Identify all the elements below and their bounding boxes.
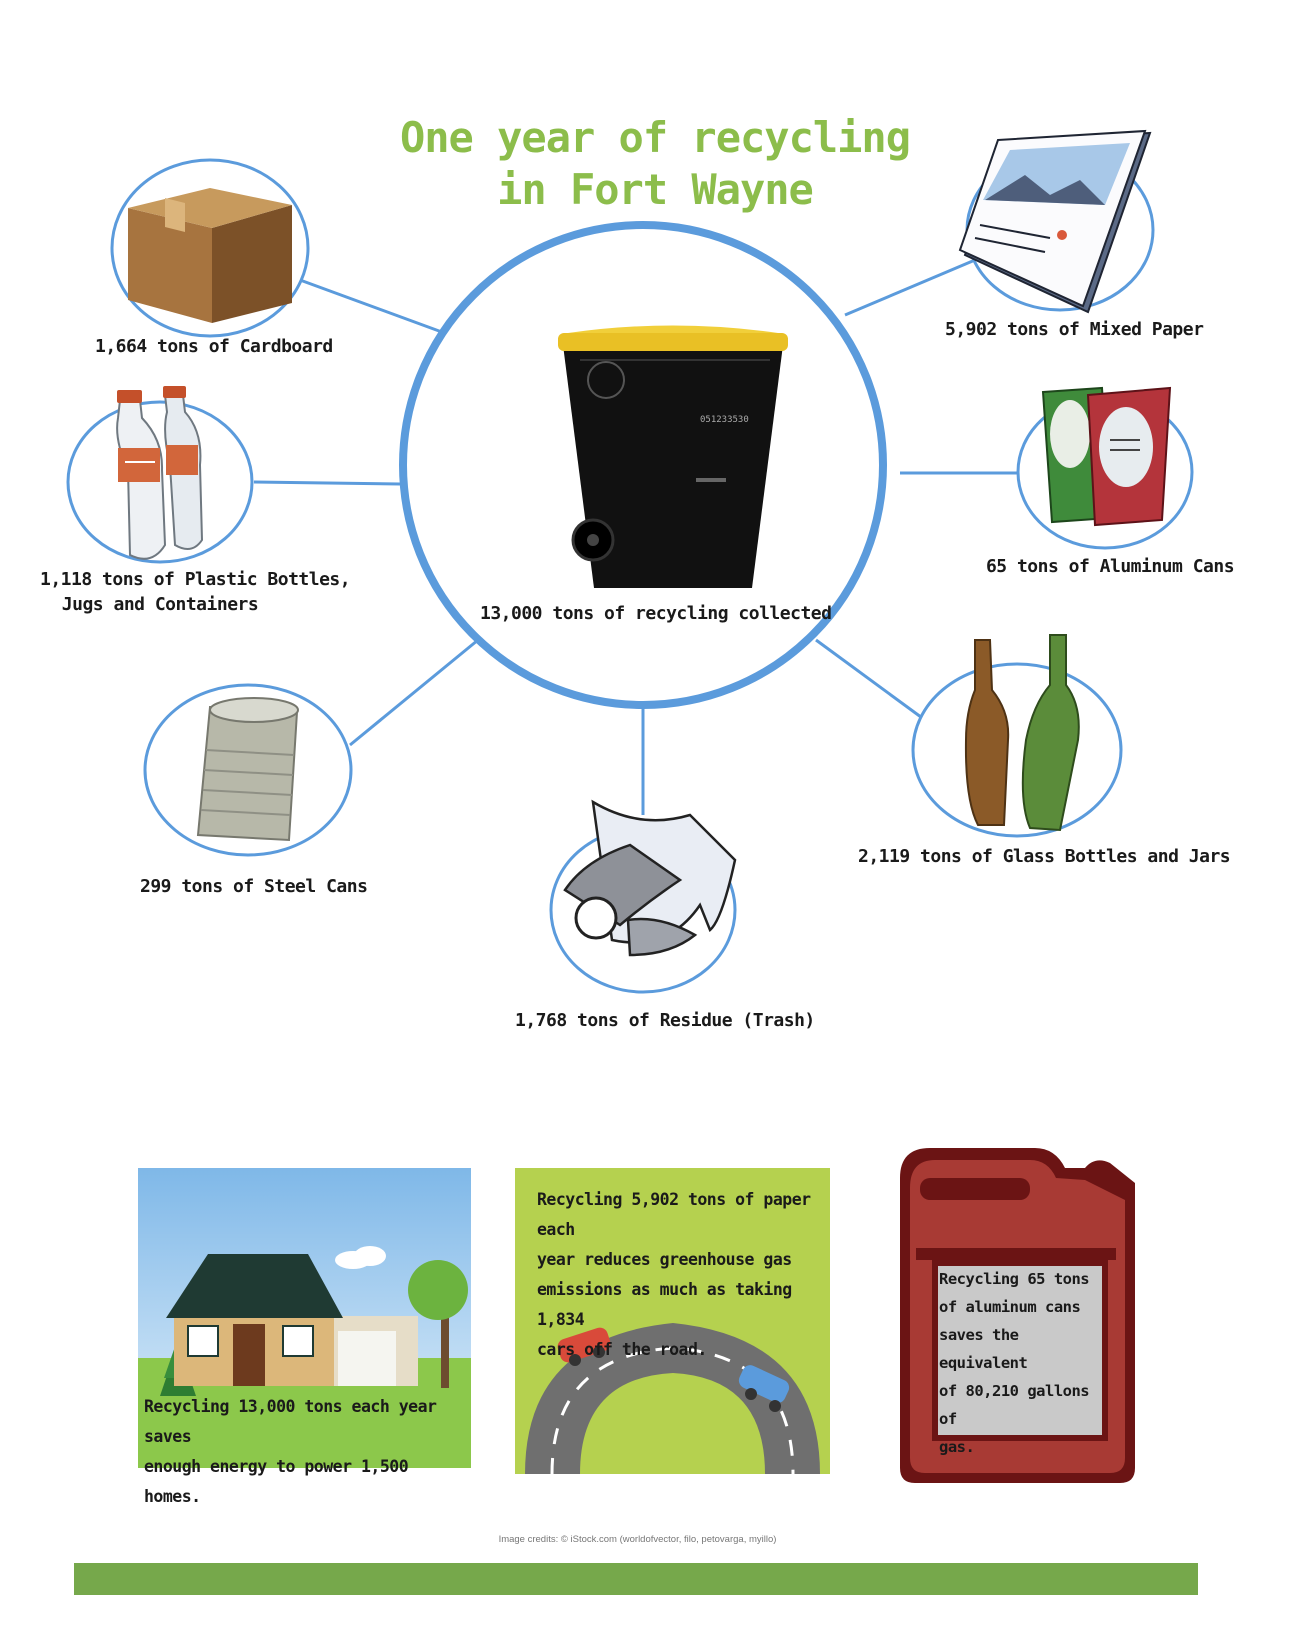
paper-text-line-4: cars off the road.	[537, 1340, 707, 1359]
steel-label: 299 tons of Steel Cans	[140, 876, 368, 897]
connector-plastic	[253, 480, 401, 486]
gas-text-line-2: of aluminum cans	[939, 1298, 1081, 1316]
title-line-1: One year of recycling	[399, 113, 911, 162]
cardboard-label: 1,664 tons of Cardboard	[95, 336, 333, 357]
energy-panel: Recycling 13,000 tons each year saves en…	[138, 1168, 471, 1506]
gas-text-line-3: saves the equivalent	[939, 1326, 1028, 1372]
connector-cardboard	[299, 278, 451, 337]
energy-text: Recycling 13,000 tons each year saves en…	[144, 1392, 464, 1512]
magazine-icon	[958, 129, 1152, 314]
steel-can-icon	[196, 697, 299, 842]
paper-text-line-3: emissions as much as taking 1,834	[537, 1280, 792, 1329]
paper-text: Recycling 5,902 tons of paper each year …	[537, 1185, 827, 1365]
gas-text-line-5: gas.	[939, 1438, 975, 1456]
paper-text-line-2: year reduces greenhouse gas	[537, 1250, 792, 1269]
blue-car-icon	[738, 1365, 790, 1412]
aluminum-cans-icon	[1041, 386, 1172, 527]
road-illustration	[525, 1323, 820, 1475]
glass-label: 2,119 tons of Glass Bottles and Jars	[858, 846, 1231, 867]
house-illustration	[138, 1168, 471, 1468]
gas-text-line-4: of 80,210 gallons of	[939, 1382, 1090, 1428]
connector-paper	[844, 258, 976, 317]
connector-steel	[349, 638, 479, 747]
page-title: One year of recycling in Fort Wayne	[0, 112, 1310, 216]
title-line-2: in Fort Wayne	[497, 165, 814, 214]
plastic-label-line-1: 1,118 tons of Plastic Bottles,	[40, 569, 351, 590]
energy-text-line-2: enough energy to power 1,500 homes.	[144, 1457, 409, 1506]
red-car-icon	[557, 1327, 611, 1366]
plastic-bottles-icon	[116, 386, 204, 560]
gas-can-icon	[900, 1148, 1135, 1483]
gas-text: Recycling 65 tons of aluminum cans saves…	[939, 1265, 1109, 1461]
paper-text-line-1: Recycling 5,902 tons of paper each	[537, 1190, 811, 1239]
gas-panel: Recycling 65 tons of aluminum cans saves…	[880, 1138, 1150, 1483]
gas-text-line-1: Recycling 65 tons	[939, 1270, 1090, 1288]
plastic-label: 1,118 tons of Plastic Bottles, Jugs and …	[40, 567, 351, 617]
trash-bag-icon	[563, 799, 737, 957]
residue-label: 1,768 tons of Residue (Trash)	[515, 1010, 815, 1031]
glass-circle	[911, 662, 1123, 838]
plastic-label-line-2: Jugs and Containers	[61, 594, 259, 615]
bin-id-text: 051233530	[700, 415, 749, 425]
recycling-cart-icon: 051233530	[558, 325, 788, 588]
recycling-diagram: 051233530	[66, 129, 1194, 994]
aluminum-label: 65 tons of Aluminum Cans	[985, 556, 1235, 577]
paper-panel: Recycling 5,902 tons of paper each year …	[515, 1168, 830, 1475]
connector-lines	[253, 258, 1023, 815]
energy-text-line-1: Recycling 13,000 tons each year saves	[144, 1397, 437, 1446]
image-credits: Image credits: © iStock.com (worldofvect…	[498, 1534, 777, 1545]
footer-bar	[74, 1563, 1198, 1595]
cardboard-box-icon	[128, 188, 292, 323]
center-label: 13,000 tons of recycling collected	[480, 603, 832, 624]
paper-label: 5,902 tons of Mixed Paper	[945, 319, 1204, 340]
glass-bottles-icon	[964, 634, 1080, 832]
connector-glass	[815, 638, 926, 722]
